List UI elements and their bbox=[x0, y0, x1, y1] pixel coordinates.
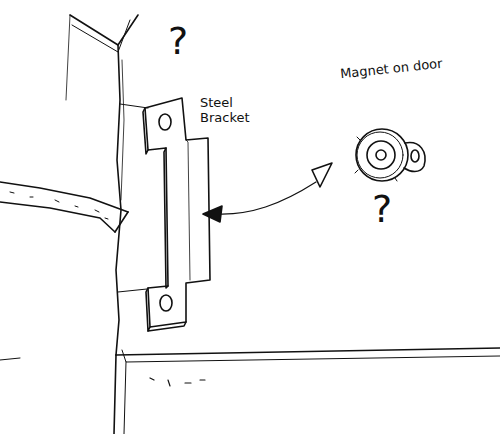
question-mark: ? bbox=[168, 20, 188, 64]
question-mark: ? bbox=[372, 188, 392, 232]
bracket-label: Steel Bracket bbox=[200, 96, 258, 126]
magnet-label: Magnet on door bbox=[340, 57, 444, 83]
